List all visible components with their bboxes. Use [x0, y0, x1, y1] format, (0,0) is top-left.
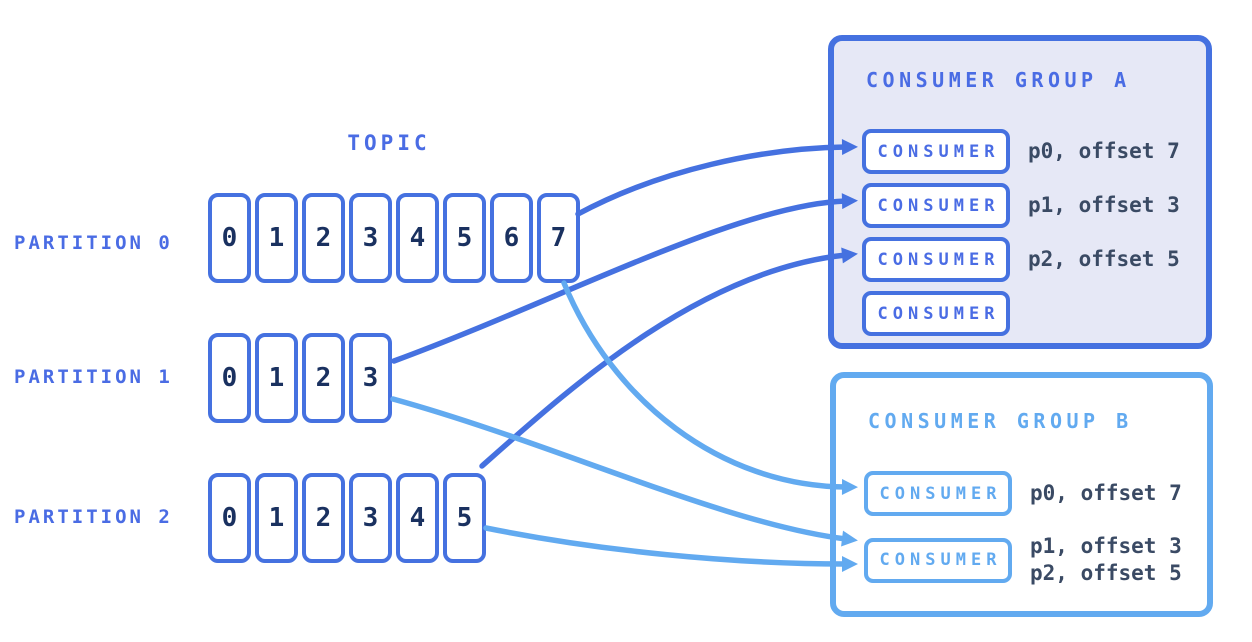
partition-0-cell-5: 5	[443, 193, 486, 283]
group-b-consumer-box-0: CONSUMER	[864, 471, 1012, 516]
partition-1-label: PARTITION 1	[14, 366, 173, 388]
group-a-consumer-row-1: CONSUMER p1, offset 3	[862, 183, 1180, 228]
group-b-consumer-box-1: CONSUMER	[864, 537, 1012, 583]
consumer-assignment: p0, offset 7	[1030, 480, 1182, 507]
assignment-line: p1, offset 3	[1030, 534, 1182, 558]
group-a-consumer-row-0: CONSUMER p0, offset 7	[862, 129, 1180, 174]
consumer-assignment: p1, offset 3 p2, offset 5	[1030, 533, 1182, 587]
group-b-consumer-row-1: CONSUMER p1, offset 3 p2, offset 5	[864, 533, 1182, 587]
partition-0-cell-7: 7	[537, 193, 580, 283]
partition-2-cell-0: 0	[208, 473, 251, 563]
partition-2-cell-5: 5	[443, 473, 486, 563]
group-b-consumer-row-0: CONSUMER p0, offset 7	[864, 471, 1182, 516]
partition-2-cell-3: 3	[349, 473, 392, 563]
partition-0-label: PARTITION 0	[14, 232, 173, 254]
consumer-assignment: p2, offset 5	[1028, 246, 1180, 273]
partition-0-cell-6: 6	[490, 193, 533, 283]
group-a-consumer-box-0: CONSUMER	[862, 129, 1010, 174]
partition-1-cell-3: 3	[349, 333, 392, 423]
group-a-consumer-box-3: CONSUMER	[862, 291, 1010, 336]
assignment-line: p0, offset 7	[1030, 481, 1182, 505]
group-a-consumer-box-1: CONSUMER	[862, 183, 1010, 228]
partition-0-cell-1: 1	[255, 193, 298, 283]
partition-1-cell-1: 1	[255, 333, 298, 423]
consumer-group-a-title: CONSUMER GROUP A	[866, 68, 1131, 92]
arrow-partition-0-to-group-b-consumer-0	[561, 280, 858, 495]
partition-0-cell-0: 0	[208, 193, 251, 283]
assignment-line: p0, offset 7	[1028, 139, 1180, 163]
partition-0-cell-3: 3	[349, 193, 392, 283]
partition-2-cell-1: 1	[255, 473, 298, 563]
partition-1-cell-0: 0	[208, 333, 251, 423]
assignment-line: p2, offset 5	[1028, 247, 1180, 271]
arrow-partition-2-to-group-b-consumer-1	[483, 525, 858, 572]
consumer-group-b-title: CONSUMER GROUP B	[868, 409, 1133, 433]
partition-0-cell-4: 4	[396, 193, 439, 283]
consumer-assignment: p0, offset 7	[1028, 138, 1180, 165]
assignment-line: p1, offset 3	[1028, 193, 1180, 217]
partition-2-cell-4: 4	[396, 473, 439, 563]
group-a-consumer-row-2: CONSUMER p2, offset 5	[862, 237, 1180, 282]
partition-1-cell-2: 2	[302, 333, 345, 423]
partition-2-label: PARTITION 2	[14, 506, 173, 528]
partition-2-cell-2: 2	[302, 473, 345, 563]
assignment-line: p2, offset 5	[1030, 561, 1182, 585]
group-a-consumer-box-2: CONSUMER	[862, 237, 1010, 282]
group-a-consumer-row-3: CONSUMER	[862, 291, 1010, 336]
partition-0-cell-2: 2	[302, 193, 345, 283]
consumer-assignment: p1, offset 3	[1028, 192, 1180, 219]
topic-label: TOPIC	[347, 131, 431, 155]
arrow-partition-2-to-group-a-consumer-2	[479, 247, 858, 469]
arrow-partition-0-to-group-a-consumer-0	[575, 139, 858, 217]
